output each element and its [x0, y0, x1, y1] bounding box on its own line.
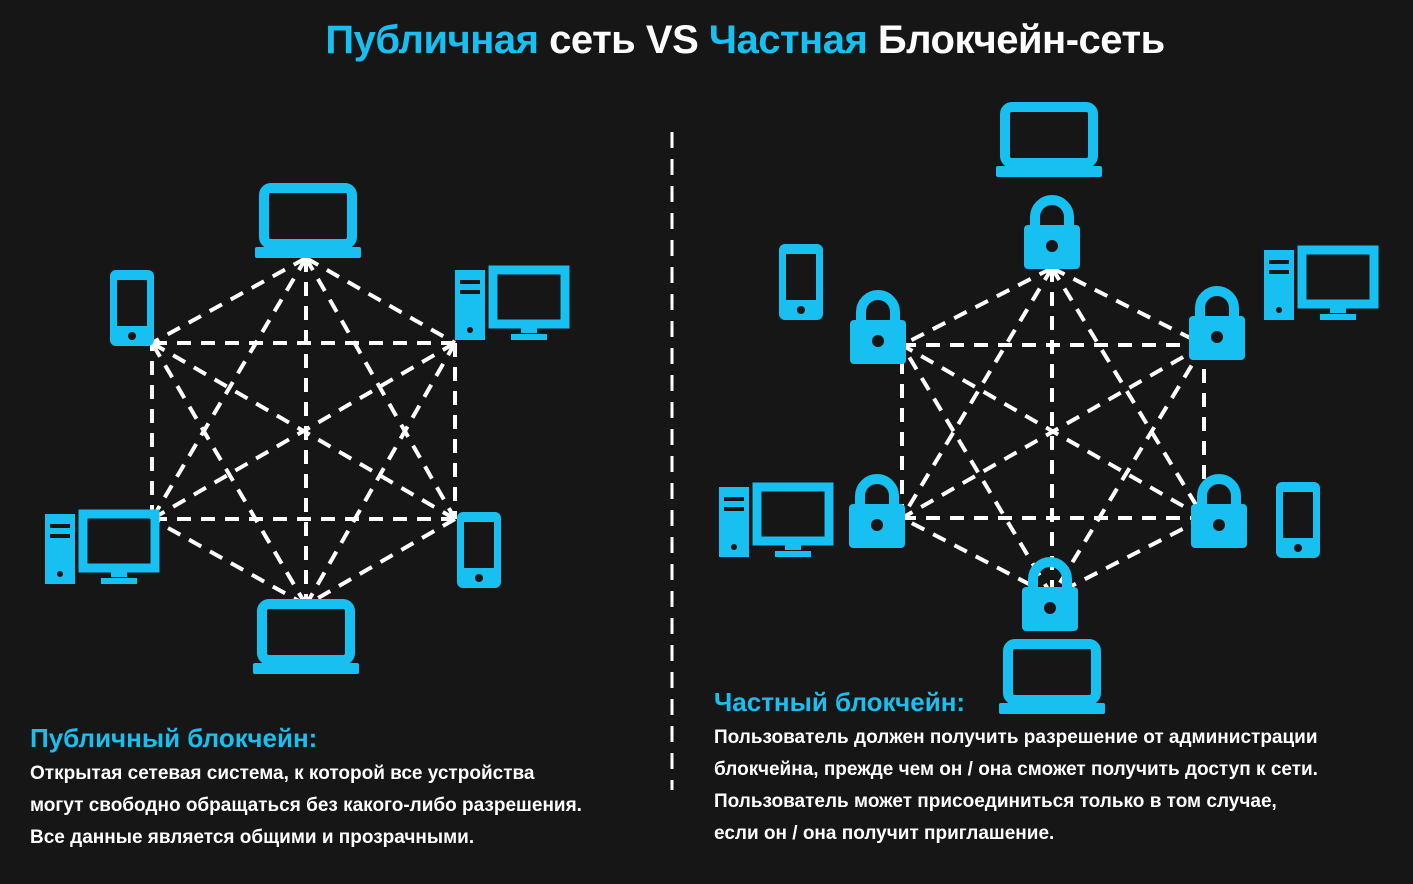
connection-line: [1051, 516, 1205, 598]
connection-line: [900, 343, 1054, 598]
laptop-icon: [996, 107, 1102, 177]
public-connections: [150, 256, 457, 607]
lock-icon: [1189, 291, 1245, 360]
title-end: Блокчейн-сеть: [867, 18, 1165, 62]
connection-line: [151, 517, 307, 607]
connection-line: [1050, 266, 1206, 520]
connection-line: [150, 341, 457, 521]
lock-icon: [1022, 562, 1078, 631]
desktop-icon: [719, 487, 829, 557]
phone-icon: [1276, 482, 1320, 558]
page-title: Публичная сеть VS Частная Блокчейн-сеть: [0, 18, 1413, 63]
private-text-line: Пользователь может присоединиться только…: [714, 791, 1277, 812]
phone-icon: [779, 244, 823, 320]
connection-line: [305, 517, 456, 607]
public-caption: Публичный блокчейн: Открытая сетевая сис…: [30, 723, 582, 854]
laptop-icon: [255, 188, 361, 258]
title-middle: сеть VS: [538, 18, 709, 62]
private-connections: [900, 266, 1206, 598]
lock-icon: [1024, 200, 1080, 269]
connection-line: [150, 341, 308, 607]
private-caption: Частный блокчейн: Пользователь должен по…: [714, 687, 1318, 850]
private-text-line: Пользователь должен получить разрешение …: [714, 727, 1318, 748]
lock-icon: [1191, 479, 1247, 548]
connection-line: [151, 256, 307, 345]
desktop-icon: [455, 270, 565, 340]
title-public-word: Публичная: [325, 18, 539, 62]
lock-icon: [850, 295, 906, 364]
connection-line: [1051, 266, 1205, 347]
connection-line: [305, 256, 456, 345]
public-heading: Публичный блокчейн:: [30, 723, 318, 753]
connection-line: [1050, 343, 1206, 598]
connection-line: [150, 256, 308, 521]
private-heading: Частный блокчейн:: [714, 687, 966, 717]
lock-icon: [849, 479, 905, 548]
public-text-line: Все данные является общими и прозрачными…: [30, 827, 475, 848]
title-private-word: Частная: [708, 18, 868, 62]
connection-line: [900, 266, 1054, 520]
desktop-icon: [1264, 250, 1374, 320]
connection-line: [304, 342, 457, 606]
private-text-line: если он / она получит приглашение.: [714, 823, 1055, 844]
public-text-line: могут свободно обращаться без какого-либ…: [30, 795, 582, 816]
connection-line: [901, 516, 1053, 598]
desktop-icon: [45, 514, 155, 584]
phone-icon: [110, 270, 154, 346]
connection-line: [901, 343, 1205, 520]
private-text-line: блокчейна, прежде чем он / она сможет по…: [714, 759, 1318, 780]
connection-line: [901, 266, 1053, 347]
connection-line: [304, 257, 457, 520]
laptop-icon: [253, 604, 359, 674]
public-text-line: Открытая сетевая система, к которой все …: [30, 763, 535, 784]
phone-icon: [457, 512, 501, 588]
